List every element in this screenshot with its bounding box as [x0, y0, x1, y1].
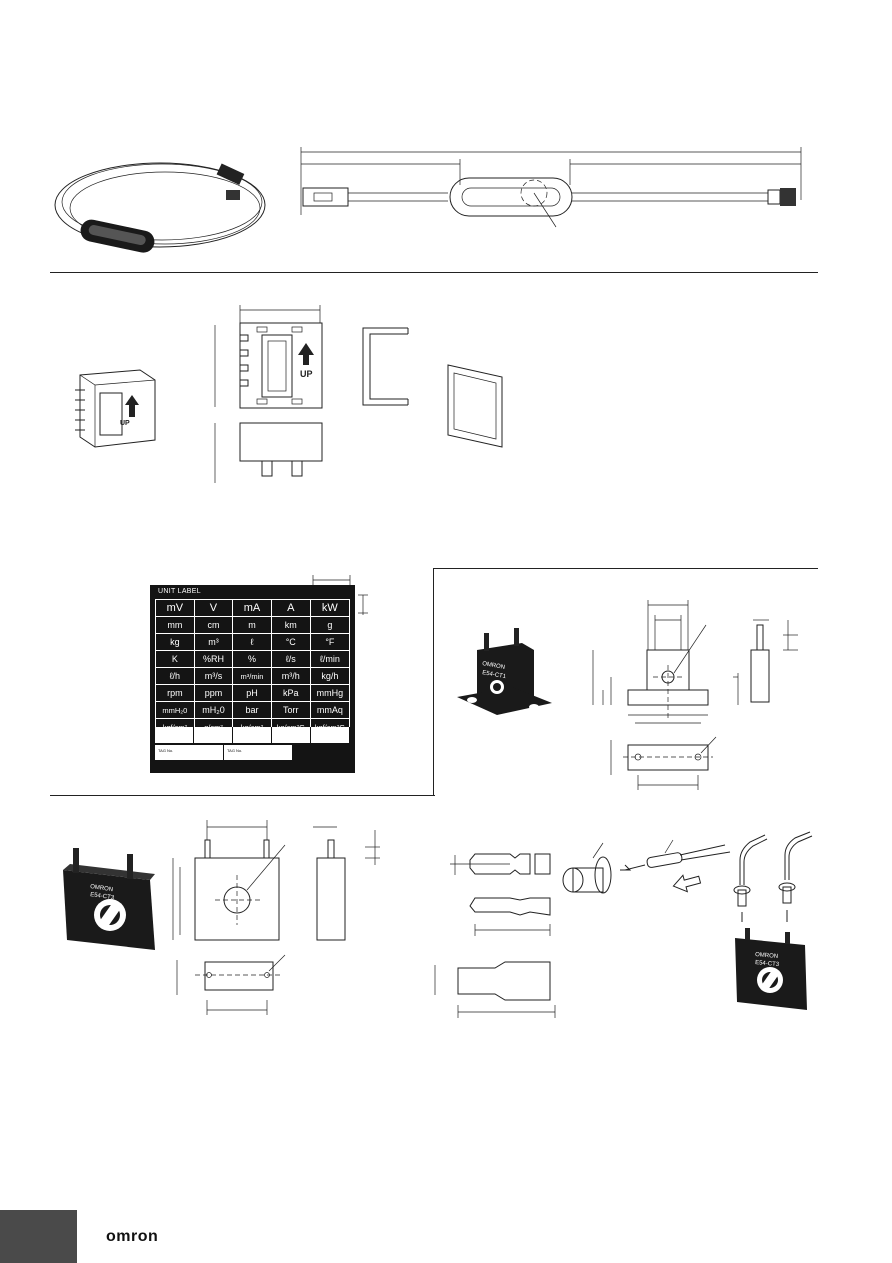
section-divider	[50, 272, 818, 273]
label-sheet-drawing	[447, 364, 503, 448]
ct1-model: E54-CT1	[482, 670, 507, 680]
table-row: kg m³ ℓ °C °F	[155, 633, 351, 651]
section-frame-top	[433, 568, 818, 569]
unit-cell: %RH	[193, 650, 234, 668]
usb-cable-photo	[54, 162, 266, 253]
unit-cell: kg	[155, 633, 195, 651]
tag-number-label: TAG No.	[155, 745, 224, 760]
usb-cable-dimension-drawing	[300, 147, 802, 228]
ct1-photo: OMRON E54-CT1	[457, 628, 552, 715]
terminal-cover-side-view	[362, 327, 409, 406]
terminal-cover-top-view: UP	[214, 305, 323, 483]
unit-label-dimension-marks	[312, 575, 368, 615]
tag-number-box: TAG No. TAG No.	[155, 745, 293, 760]
unit-cell: ℓ/h	[155, 667, 195, 685]
assembly-drawing: OMRON E54-CT3	[733, 831, 813, 1010]
sleeve-and-cable-drawing	[562, 839, 731, 894]
unit-cell: m³/s	[193, 667, 234, 685]
unit-cell: mmH₂0	[155, 701, 195, 719]
unit-cell: m³/min	[232, 667, 272, 685]
unit-cell: km	[270, 616, 311, 634]
unit-cell: m³/h	[270, 667, 311, 685]
unit-cell: ℓ	[232, 633, 272, 651]
unit-cell: mV	[155, 599, 195, 617]
unit-cell: kW	[309, 599, 351, 617]
unit-cell: m	[232, 616, 272, 634]
unit-label-blank-row	[155, 727, 350, 743]
assembly-ct-model: E54-CT3	[755, 960, 780, 968]
ct3-brand: OMRON	[90, 884, 114, 893]
unit-cell: kPa	[270, 684, 311, 702]
unit-cell: kg/h	[309, 667, 351, 685]
svg-text:UP: UP	[300, 369, 313, 379]
unit-cell: g	[309, 616, 351, 634]
unit-cell: A	[270, 599, 311, 617]
unit-label-table: mV V mA A kW mm cm m km g kg m³ ℓ °C °F …	[155, 599, 351, 736]
table-row: rpm ppm pH kPa mmHg	[155, 684, 351, 702]
tag-number-label: TAG No.	[224, 745, 293, 760]
blank-cell	[233, 727, 272, 743]
page-number-tab	[0, 1210, 77, 1263]
omron-logo: omron	[106, 1228, 159, 1245]
unit-cell: %	[232, 650, 272, 668]
blank-cell	[272, 727, 311, 743]
unit-cell: bar	[232, 701, 272, 719]
blank-cell	[194, 727, 233, 743]
unit-cell: °C	[270, 633, 311, 651]
ct1-dimension-drawing	[592, 600, 798, 790]
assembly-ct-brand: OMRON	[755, 952, 778, 960]
unit-cell: mA	[232, 599, 272, 617]
unit-label-sheet: UNIT LABEL mV V mA A kW mm cm m km g kg …	[150, 585, 355, 773]
section-frame-left	[433, 568, 434, 796]
unit-cell: mmAq	[309, 701, 351, 719]
terminal-cover-photo: UP	[75, 369, 156, 448]
unit-cell: ℓ/min	[309, 650, 351, 668]
unit-cell: K	[155, 650, 195, 668]
crimp-terminal-drawings	[434, 853, 556, 1018]
table-row: mmH₂0 mH₂0 bar Torr mmAq	[155, 701, 351, 719]
unit-label-title: UNIT LABEL	[158, 588, 201, 595]
table-row: mm cm m km g	[155, 616, 351, 634]
blank-cell	[155, 727, 194, 743]
unit-cell: °F	[309, 633, 351, 651]
unit-cell: pH	[232, 684, 272, 702]
unit-cell: ppm	[193, 684, 234, 702]
table-row: mV V mA A kW	[155, 599, 351, 617]
unit-cell: m³	[193, 633, 234, 651]
unit-cell: mmHg	[309, 684, 351, 702]
ct3-model: E54-CT3	[90, 892, 115, 901]
ct3-dimension-drawing	[172, 820, 380, 1015]
ct3-photo: OMRON E54-CT3	[63, 848, 155, 950]
unit-cell: mm	[155, 616, 195, 634]
unit-cell: rpm	[155, 684, 195, 702]
blank-cell	[311, 727, 350, 743]
unit-cell: Torr	[270, 701, 311, 719]
unit-cell: cm	[193, 616, 234, 634]
unit-cell: ℓ/s	[270, 650, 311, 668]
table-row: K %RH % ℓ/s ℓ/min	[155, 650, 351, 668]
section-divider	[50, 795, 435, 796]
svg-text:UP: UP	[120, 420, 130, 427]
unit-cell: V	[193, 599, 234, 617]
unit-cell: mH₂0	[193, 701, 234, 719]
ct1-brand: OMRON	[482, 661, 506, 671]
table-row: ℓ/h m³/s m³/min m³/h kg/h	[155, 667, 351, 685]
